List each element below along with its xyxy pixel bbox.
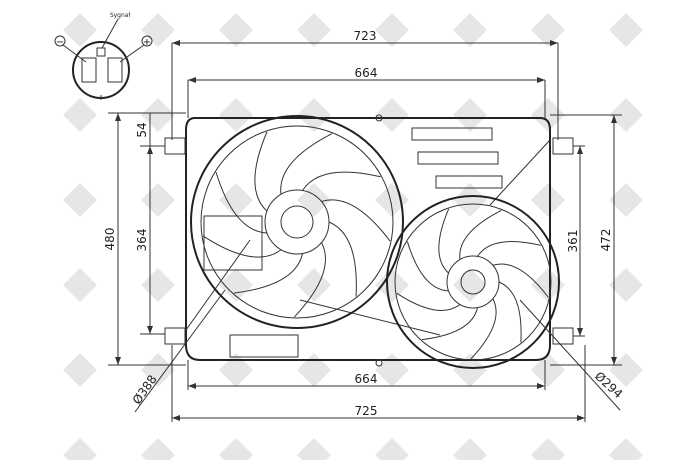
fan-blade <box>477 241 541 257</box>
fan-blade <box>215 172 267 234</box>
fan-blade <box>233 253 304 294</box>
dim-large-fan-diameter: Ø388 <box>130 372 160 407</box>
watermark-mark <box>63 98 97 132</box>
dim-top-inner: 664 <box>355 66 378 80</box>
watermark-mark <box>531 268 565 302</box>
plus-label: + <box>143 37 151 48</box>
watermark-mark <box>609 438 643 460</box>
fan-blade <box>459 209 502 260</box>
watermark-mark <box>453 13 487 47</box>
watermark-mark <box>531 438 565 460</box>
dim-left-inner: 364 <box>135 229 149 252</box>
watermark-mark <box>375 268 409 302</box>
fan-blade <box>328 221 357 297</box>
watermark-mark <box>453 183 487 217</box>
watermark-mark <box>297 98 331 132</box>
dim-bottom-inner: 664 <box>355 372 378 386</box>
watermark-mark <box>219 183 253 217</box>
watermark-mark <box>297 353 331 387</box>
fan-blade <box>438 208 450 274</box>
fan-blade <box>302 171 381 191</box>
watermark-mark <box>453 353 487 387</box>
watermark-mark <box>297 268 331 302</box>
fan-blade <box>406 241 449 292</box>
watermark-mark <box>141 438 175 460</box>
minus-terminal-icon <box>54 35 66 47</box>
signal-label: Sygnał <box>110 12 131 19</box>
fan-shroud <box>164 114 574 367</box>
fan-blade <box>498 281 522 343</box>
small-fan <box>386 195 560 369</box>
watermark-mark <box>375 13 409 47</box>
watermark-mark <box>375 353 409 387</box>
watermark-mark <box>219 268 253 302</box>
fan-blade <box>470 298 497 360</box>
large-fan <box>190 115 404 329</box>
minus-label: − <box>56 37 64 48</box>
plus-terminal-icon <box>141 35 153 47</box>
fan-blade <box>421 307 479 341</box>
watermark-mark <box>453 268 487 302</box>
dim-right-inner: 361 <box>566 230 580 253</box>
watermark-mark <box>219 13 253 47</box>
watermark-mark <box>609 183 643 217</box>
watermark-mark <box>141 353 175 387</box>
watermark-mark <box>531 353 565 387</box>
watermark-mark <box>219 98 253 132</box>
connector-diagram: − + Sygnał <box>54 12 153 100</box>
watermark-mark <box>297 13 331 47</box>
watermark-mark <box>63 353 97 387</box>
watermark-mark <box>375 438 409 460</box>
watermark-mark <box>63 438 97 460</box>
watermark-mark <box>531 183 565 217</box>
watermark-mark <box>609 353 643 387</box>
watermark-mark <box>375 183 409 217</box>
dim-left-overall: 480 <box>103 228 117 251</box>
watermark-mark <box>297 438 331 460</box>
watermark-mark <box>453 438 487 460</box>
watermark-mark <box>453 98 487 132</box>
dim-bottom-overall: 725 <box>355 404 378 418</box>
watermark-mark <box>141 183 175 217</box>
dim-right-overall: 472 <box>599 229 613 252</box>
fan-blade <box>294 242 326 318</box>
watermark-mark <box>141 13 175 47</box>
watermark-mark <box>141 268 175 302</box>
watermark-mark <box>63 183 97 217</box>
watermark-mark <box>63 13 97 47</box>
fan-blade <box>254 131 268 212</box>
fan-blade <box>396 292 461 311</box>
dim-top-overall: 723 <box>354 29 377 43</box>
watermark-mark <box>219 438 253 460</box>
fan-blade <box>280 133 333 195</box>
watermark-mark <box>609 13 643 47</box>
fan-blade <box>321 199 391 242</box>
watermark-mark <box>219 353 253 387</box>
dimension-lines <box>108 40 622 422</box>
fan-blade <box>202 235 282 258</box>
dim-left-offset: 54 <box>135 122 149 137</box>
watermark-mark <box>531 13 565 47</box>
watermark-mark <box>609 268 643 302</box>
watermark-mark <box>63 268 97 302</box>
fan-blade <box>492 263 549 298</box>
